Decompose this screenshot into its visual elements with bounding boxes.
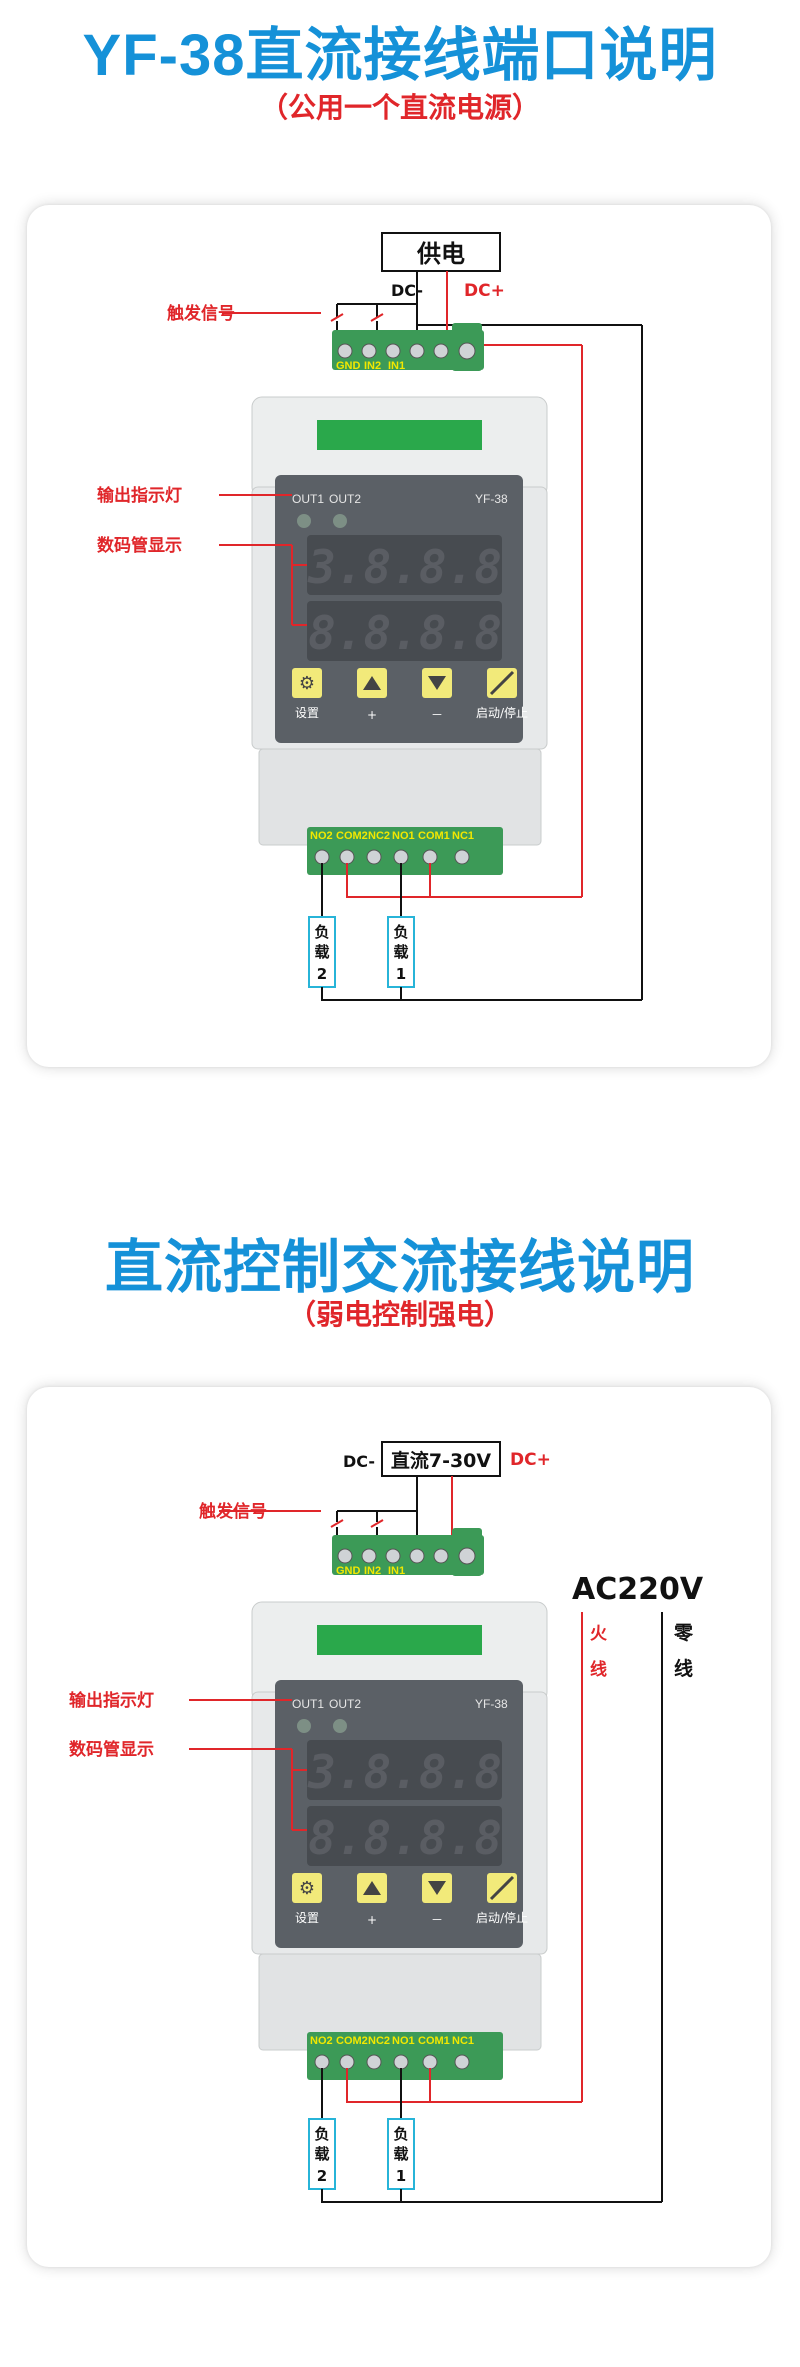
section1-title: YF-38直流接线端口说明: [82, 23, 718, 88]
start-stop-label-2: 启动/停止: [476, 1910, 528, 1925]
terminal-com2-2: COM2: [336, 2035, 368, 2047]
plus-label-2: +: [367, 1913, 377, 1927]
load-1-line2: 载: [393, 943, 408, 961]
display-top: [307, 535, 502, 595]
trigger-switches-2: [330, 1511, 384, 1537]
terminal-gnd: GND: [336, 360, 361, 372]
section2-title: 直流控制交流接线说明: [104, 1235, 695, 1300]
terminal-nc1-2: NC1: [452, 2035, 474, 2047]
svg-text:⚙: ⚙: [299, 1878, 315, 1898]
trigger-label: 触发信号: [166, 303, 235, 324]
load-1-line3: 1: [396, 965, 406, 983]
terminal-gnd-2: GND: [336, 1565, 361, 1577]
dc-plus-label-2: DC+: [510, 1450, 551, 1470]
display-bottom: [307, 601, 502, 661]
minus-label: －: [431, 708, 443, 722]
diagram-card-2: 直流7-30V DC- DC+ 触发信号 GND IN2 IN1: [27, 1387, 771, 2267]
terminal-nc2: NC2: [368, 830, 390, 842]
terminal-com2: COM2: [336, 830, 368, 842]
terminal-no1: NO1: [392, 830, 415, 842]
load-2-line2-2: 载: [314, 2145, 329, 2163]
load-1-line1-2: 负: [393, 2125, 408, 2143]
led-out2-label-2: OUT2: [329, 1697, 361, 1711]
load-2-line2: 载: [314, 943, 329, 961]
terminal-in2-2: IN2: [364, 1565, 381, 1577]
led-out2-label: OUT2: [329, 492, 361, 506]
model-label: YF-38: [475, 492, 508, 506]
terminal-in2: IN2: [364, 360, 381, 372]
terminal-no2: NO2: [310, 830, 333, 842]
load-2-line3-2: 2: [317, 2167, 327, 2185]
terminal-in1: IN1: [388, 360, 405, 372]
dc-minus-label: DC-: [391, 281, 423, 300]
trigger-switches: [330, 304, 384, 332]
plus-label: +: [367, 708, 377, 722]
diagram-card-1: 供电 DC- DC+ 触发信号: [27, 205, 771, 1067]
live-label-2: 线: [590, 1659, 607, 1680]
power-box: [381, 232, 501, 272]
bottom-terminal-block: NO2 COM2 NC2 NO1 COM1 NC1: [307, 827, 503, 875]
load-2-box-2: [308, 2118, 336, 2190]
load-2-line1: 负: [314, 923, 329, 941]
set-button: [292, 668, 322, 698]
load-1-line1: 负: [393, 923, 408, 941]
device-body: OUT1 OUT2 YF-38 3.8.8.8 8.8.8.8 ⚙ 设置 + －…: [251, 396, 548, 846]
set-label-2: 设置: [295, 1911, 319, 1925]
led-out1: [297, 514, 311, 528]
load-1-box-2: [387, 2118, 415, 2190]
terminal-com1: COM1: [418, 830, 450, 842]
section1-subtitle: （公用一个直流电源）: [259, 92, 540, 123]
neutral-label-2: 线: [674, 1657, 693, 1680]
display-label: 数码管显示: [97, 535, 182, 556]
led-out1-label: OUT1: [292, 492, 324, 506]
display-top-text-2: 3.8.8.8: [307, 1745, 502, 1799]
set-label: 设置: [295, 706, 319, 720]
terminal-com1-2: COM1: [418, 2035, 450, 2047]
model-label-2: YF-38: [475, 1697, 508, 1711]
terminal-nc1: NC1: [452, 830, 474, 842]
dc-plus-label: DC+: [464, 281, 505, 301]
terminal-no2-2: NO2: [310, 2035, 333, 2047]
neutral-label-1: 零: [673, 1622, 694, 1644]
bottom-terminal-block-2: NO2 COM2 NC2 NO1 COM1 NC1: [307, 2032, 503, 2080]
led-out2: [333, 514, 347, 528]
display-top-text: 3.8.8.8: [307, 540, 502, 594]
start-stop-label: 启动/停止: [476, 705, 528, 720]
display-label-2: 数码管显示: [69, 1739, 154, 1760]
display-bottom-text: 8.8.8.8: [308, 606, 502, 660]
load-1-line3-2: 1: [396, 2167, 406, 2185]
load-2-line1-2: 负: [314, 2125, 329, 2143]
power-box-label: 供电: [416, 240, 465, 268]
led-out1-2: [297, 1719, 311, 1733]
set-button-2: [292, 1873, 322, 1903]
wiring-diagram-2: 直流7-30V DC- DC+ 触发信号 GND IN2 IN1: [69, 1441, 704, 2203]
section2-subtitle: （弱电控制强电）: [287, 1299, 512, 1330]
led-label-2: 输出指示灯: [69, 1690, 154, 1711]
load-1-box: [387, 916, 415, 988]
device-body-2: OUT1 OUT2 YF-38 3.8.8.8 8.8.8.8 ⚙ 设置 + －…: [251, 1601, 548, 2051]
load-1-line2-2: 载: [393, 2145, 408, 2163]
terminal-nc2-2: NC2: [368, 2035, 390, 2047]
led-out1-label-2: OUT1: [292, 1697, 324, 1711]
live-label-1: 火: [590, 1624, 608, 1644]
trigger-label-2: 触发信号: [198, 1501, 267, 1522]
svg-text:⚙: ⚙: [299, 673, 315, 693]
led-out2-2: [333, 1719, 347, 1733]
terminal-in1-2: IN1: [388, 1565, 405, 1577]
top-terminal-block-2: GND IN2 IN1: [332, 1528, 484, 1577]
load-2-line3: 2: [317, 965, 327, 983]
display-bottom-text-2: 8.8.8.8: [308, 1811, 502, 1865]
minus-label-2: －: [431, 1913, 443, 1927]
terminal-no1-2: NO1: [392, 2035, 415, 2047]
power-box-2: [381, 1441, 501, 1477]
dc-minus-label-2: DC-: [343, 1452, 375, 1471]
led-label: 输出指示灯: [97, 485, 182, 506]
top-terminal-block: GND IN2 IN1: [332, 323, 484, 372]
ac220v-label: AC220V: [572, 1572, 704, 1607]
power-box-2-label: 直流7-30V: [391, 1449, 492, 1472]
wiring-diagram-1: 供电 DC- DC+ 触发信号: [97, 232, 643, 1001]
